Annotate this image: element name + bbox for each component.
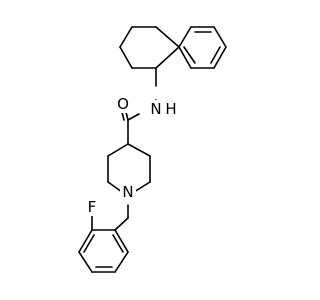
aromatic-ring-tetralin — [178, 26, 227, 69]
amide-nitrogen-label: N — [150, 100, 161, 118]
fluorine-label: F — [88, 198, 97, 216]
piperidine-nitrogen-label: N — [122, 183, 133, 201]
amide-hydrogen-label: H — [165, 100, 176, 118]
label-amide-nh: N H — [148, 100, 180, 118]
label-oxygen: O — [115, 95, 131, 113]
label-piperidine-n: N — [120, 183, 136, 201]
piperidine-ring — [107, 119, 151, 193]
molecule-structure: O N H N F — [78, 26, 227, 273]
fluorophenyl-ring — [78, 215, 129, 273]
benzyl-linker — [114, 204, 129, 231]
saturated-ring-tetralin — [119, 26, 180, 69]
label-fluorine: F — [84, 198, 100, 216]
structure-canvas: O N H N F — [78, 26, 227, 273]
oxygen-label: O — [117, 95, 129, 113]
